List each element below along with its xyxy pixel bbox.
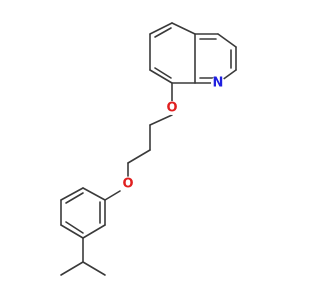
bond (82, 224, 106, 239)
double-bond-inner (65, 192, 84, 204)
atom-oxygen-lower: O (121, 177, 135, 192)
phenyl-ring (60, 187, 106, 239)
bond (217, 33, 237, 48)
bond (82, 187, 106, 201)
atom-label-background (165, 101, 179, 115)
nitrogen-label: N (213, 76, 224, 91)
benzo-ring (149, 22, 196, 84)
bond (60, 224, 84, 239)
molecule-canvas: N O O (60, 22, 237, 276)
double-bond-inner (154, 67, 172, 79)
double-bond-inner (65, 221, 84, 234)
oxygen-label-lower: O (122, 177, 133, 192)
propoxy-linker (104, 82, 173, 201)
bond (60, 261, 84, 276)
molecule-structure: N O O (60, 22, 237, 276)
isopropyl-group (60, 237, 106, 276)
bond (171, 22, 196, 35)
atom-label-background (121, 177, 135, 191)
bond (127, 149, 151, 164)
bond (82, 261, 106, 276)
atom-label-background (211, 76, 225, 90)
atom-oxygen-upper: O (165, 101, 179, 116)
atom-nitrogen: N (211, 76, 225, 91)
bond (104, 190, 121, 201)
bond (60, 187, 84, 201)
double-bond-inner (154, 27, 172, 38)
bond (149, 114, 173, 126)
bond (149, 22, 173, 35)
bond (149, 69, 173, 84)
oxygen-label-upper: O (166, 101, 177, 116)
